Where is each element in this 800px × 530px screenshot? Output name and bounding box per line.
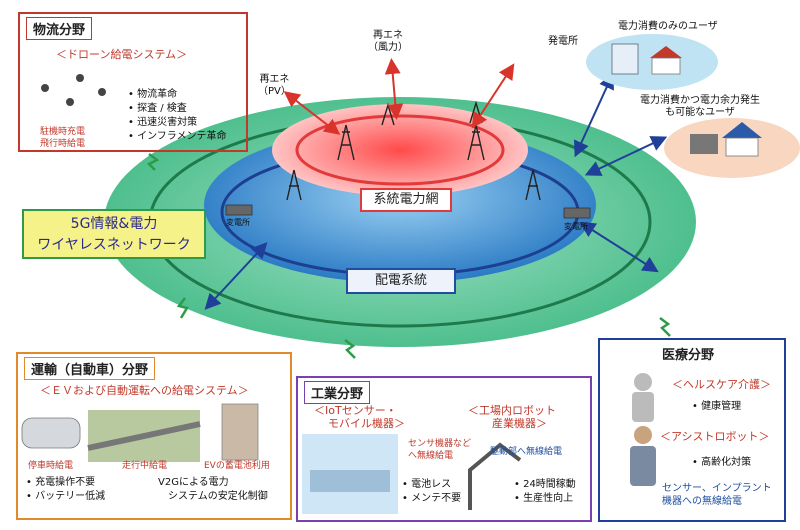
medical-sub2: ＜アシストロボット＞ xyxy=(660,430,770,443)
medical-arrow xyxy=(579,221,659,273)
list-item: V2Gによる電力 xyxy=(158,477,229,488)
logistics-subtitle: ＜ドローン給電システム＞ xyxy=(56,48,188,61)
wind-arrow xyxy=(384,58,404,120)
substation-icon xyxy=(225,204,591,219)
industry-panel: 工業分野 ＜IoTセンサー・ モバイル機器＞ ＜工場内ロボット 産業機器＞ セン… xyxy=(296,376,592,522)
network-5g-line2: ワイヤレスネットワーク xyxy=(37,237,191,253)
list-item: 電池レス xyxy=(402,478,461,492)
medical-title: 医療分野 xyxy=(662,348,715,363)
list-item: 探査 / 検査 xyxy=(128,102,226,116)
highway-illustration xyxy=(87,410,201,462)
power-plant-label: 発電所 xyxy=(548,36,578,47)
industry-sub-right: ＜工場内ロボット 産業機器＞ xyxy=(468,404,556,430)
substation-left-label: 変電所 xyxy=(226,218,250,227)
network-5g-line1: 5G情報&電力 xyxy=(70,216,158,232)
list-item: 生産性向上 xyxy=(514,492,576,506)
renew-wind-line1: 再エネ xyxy=(373,30,403,41)
prosumer-user-label: 電力消費かつ電力余力発生 も可能なユーザ xyxy=(640,95,760,119)
distribution-label-box: 配電系統 xyxy=(346,268,456,294)
medical-sub1: ＜ヘルスケア介護＞ xyxy=(672,378,771,391)
person-illustration xyxy=(630,373,656,486)
drone-icon xyxy=(41,74,106,106)
industry-sub-left-2: モバイル機器＞ xyxy=(328,417,405,430)
prosumer-line1: 電力消費かつ電力余力発生 xyxy=(640,95,760,106)
medical-bullets-1: 健康管理 xyxy=(692,400,741,414)
industry-bullets-left: 電池レス メンテ不要 xyxy=(402,478,461,506)
industry-note-left-2: へ無線給電 xyxy=(408,451,454,461)
medical-note-2: 機器への無線給電 xyxy=(662,496,742,507)
consumer-user-label: 電力消費のみのユーザ xyxy=(618,21,718,32)
prosumer-user-illustration xyxy=(664,118,800,178)
medical-note: センサー、インプラント 機器への無線給電 xyxy=(662,482,772,508)
factory-illustration xyxy=(302,434,398,514)
industry-bullets-right: 24時間稼動 生産性向上 xyxy=(514,478,576,506)
prosumer-arrow xyxy=(584,136,668,176)
list-item: バッテリー低減 xyxy=(26,490,105,504)
industry-note-right: 駆動部へ無線給電 xyxy=(490,447,563,457)
list-item: 物流革命 xyxy=(128,88,226,102)
distribution-label: 配電系統 xyxy=(374,273,427,288)
grid-label: 系統電力網 xyxy=(373,192,439,207)
logistics-caption-parked: 駐機時充電 xyxy=(40,127,86,137)
list-item: 迅速災害対策 xyxy=(128,116,226,130)
transport-arrow xyxy=(204,242,268,310)
list-item: システムの安定化制御 xyxy=(168,491,268,502)
logistics-panel: 物流分野 ＜ドローン給電システム＞ 駐機時充電 飛行時給電 物流革命 探査 / … xyxy=(18,12,248,152)
list-item: 健康管理 xyxy=(692,400,741,414)
wireless-squiggle-icon xyxy=(146,153,671,359)
transport-panel: 運輸（自動車）分野 ＜ＥＶおよび自動運転への給電システム＞ 停車時給電 走行中給… xyxy=(16,352,292,520)
prosumer-line2: も可能なユーザ xyxy=(665,107,735,118)
industry-sub-left-1: ＜IoTセンサー・ xyxy=(314,404,397,417)
renew-wind-line2: （風力） xyxy=(368,42,408,53)
list-item: 24時間稼動 xyxy=(514,478,576,492)
industry-title: 工業分野 xyxy=(304,381,371,404)
transport-bullets-right: V2Gによる電力 システムの安定化制御 xyxy=(158,476,268,504)
list-item: メンテ不要 xyxy=(402,492,461,506)
building-illustration xyxy=(221,403,259,461)
list-item: 高齢化対策 xyxy=(692,456,751,470)
logistics-title: 物流分野 xyxy=(26,17,93,40)
car-illustration xyxy=(21,417,81,449)
transport-caption-stop: 停車時給電 xyxy=(28,461,74,471)
robot-arm-illustration xyxy=(468,442,522,510)
renew-wind-label: 再エネ （風力） xyxy=(368,30,408,54)
renew-pv-line2: （PV） xyxy=(258,86,291,97)
medical-bullets-2: 高齢化対策 xyxy=(692,456,751,470)
transport-bullets-left: 充電操作不要 バッテリー低減 xyxy=(26,476,105,504)
logistics-caption-flight: 飛行時給電 xyxy=(40,139,86,149)
list-item: インフラメンテ革命 xyxy=(128,130,226,144)
renew-pv-label: 再エネ （PV） xyxy=(258,74,291,98)
industry-sub-right-1: ＜工場内ロボット xyxy=(468,404,556,417)
industry-note-left: センサ機器など へ無線給電 xyxy=(408,438,471,462)
grid-disk xyxy=(272,104,528,196)
consumer-arrow xyxy=(574,72,614,158)
transport-title: 運輸（自動車）分野 xyxy=(24,357,156,380)
network-5g-box: 5G情報&電力 ワイヤレスネットワーク xyxy=(22,209,206,259)
pv-arrow xyxy=(283,91,341,135)
substation-right-label: 変電所 xyxy=(564,222,588,231)
consumer-user-illustration xyxy=(586,34,718,90)
transport-caption-drive: 走行中給電 xyxy=(122,461,168,471)
medical-note-1: センサー、インプラント xyxy=(662,483,772,494)
industry-sub-right-2: 産業機器＞ xyxy=(492,417,547,430)
grid-label-box: 系統電力網 xyxy=(360,188,452,212)
industry-note-left-1: センサ機器など xyxy=(408,439,472,449)
logistics-bullets: 物流革命 探査 / 検査 迅速災害対策 インフラメンテ革命 xyxy=(128,88,226,144)
industry-sub-left: ＜IoTセンサー・ モバイル機器＞ xyxy=(314,404,405,430)
transport-caption-ev: EVの蓄電池利用 xyxy=(204,461,270,471)
list-item: 充電操作不要 xyxy=(26,476,105,490)
renew-pv-line1: 再エネ xyxy=(259,74,290,85)
plant-arrow xyxy=(471,63,515,129)
medical-panel: 医療分野 ＜ヘルスケア介護＞ 健康管理 ＜アシストロボット＞ 高齢化対策 センサ… xyxy=(598,338,786,522)
transport-subtitle: ＜ＥＶおよび自動運転への給電システム＞ xyxy=(40,384,249,397)
